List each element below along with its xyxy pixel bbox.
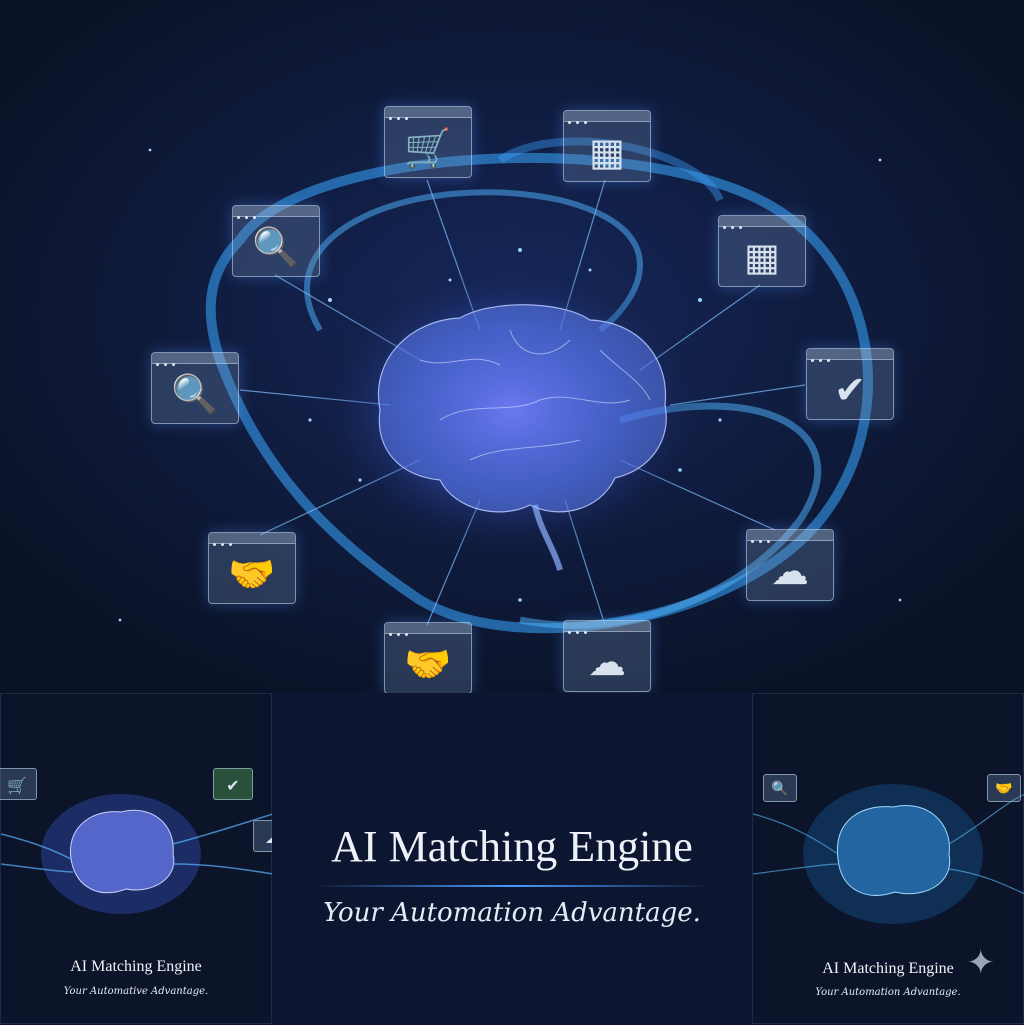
thumbnail-right-brain-graphic (753, 784, 1024, 924)
handshake-icon: 🤝 (404, 641, 452, 686)
brain-network-graphic (0, 0, 1024, 700)
checkmark-icon: ✔ (834, 368, 866, 412)
search-icon: 🔍 (252, 224, 300, 269)
thumbnail-right-tagline: Your Automation Advantage. (815, 987, 961, 998)
calendar-icon: ▦ (744, 235, 780, 279)
panel-search-top: 🔍 (232, 205, 320, 277)
main-title: AI Matching Engine (331, 822, 693, 871)
thumbnail-left-tagline: Your Automative Advantage. (63, 986, 209, 997)
panel-calendar-right: ▦ (718, 215, 806, 287)
panel-handshake-left: 🤝 (208, 532, 296, 604)
sparkle-icon: ✦ (966, 943, 996, 983)
hero-illustration: 🛒 ▦ 🔍 ▦ 🔍 ✔ 🤝 ☁ 🤝 ☁ (0, 0, 1024, 700)
handshake-icon: 🤝 (987, 774, 1021, 802)
title-divider (312, 885, 712, 887)
search-icon: 🔍 (171, 371, 219, 416)
thumbnail-right: 🔍 🤝 AI Matching Engine Your Automation A… (752, 693, 1024, 1024)
handshake-icon: 🤝 (228, 551, 276, 596)
panel-checkmark: ✔ (806, 348, 894, 420)
shopping-cart-icon: 🛒 (0, 768, 37, 800)
title-panel: AI Matching Engine Your Automation Advan… (272, 693, 752, 1024)
calendar-icon: ▦ (589, 130, 625, 174)
thumbnail-left-brain-graphic (1, 794, 273, 914)
thumbnail-right-title: AI Matching Engine (822, 960, 954, 977)
panel-handshake-bottom: 🤝 (384, 622, 472, 694)
search-icon: 🔍 (763, 774, 797, 802)
checkmark-icon: ✔ (213, 768, 253, 800)
cloud-download-icon: ☁ (588, 640, 626, 684)
cloud-download-icon: ☁ (771, 549, 809, 593)
panel-calendar-top: ▦ (563, 110, 651, 182)
panel-cloud-right: ☁ (746, 529, 834, 601)
panel-search-left: 🔍 (151, 352, 239, 424)
thumbnail-left: 🛒 ✔ ☁ AI Matching Engine Your Automative… (0, 693, 293, 1024)
shopping-cart-icon: 🛒 (404, 125, 452, 170)
main-tagline: Your Automation Advantage. (323, 898, 701, 928)
panel-cloud-bottom: ☁ (563, 620, 651, 692)
panel-shopping-cart: 🛒 (384, 106, 472, 178)
thumbnail-left-title: AI Matching Engine (70, 958, 202, 975)
